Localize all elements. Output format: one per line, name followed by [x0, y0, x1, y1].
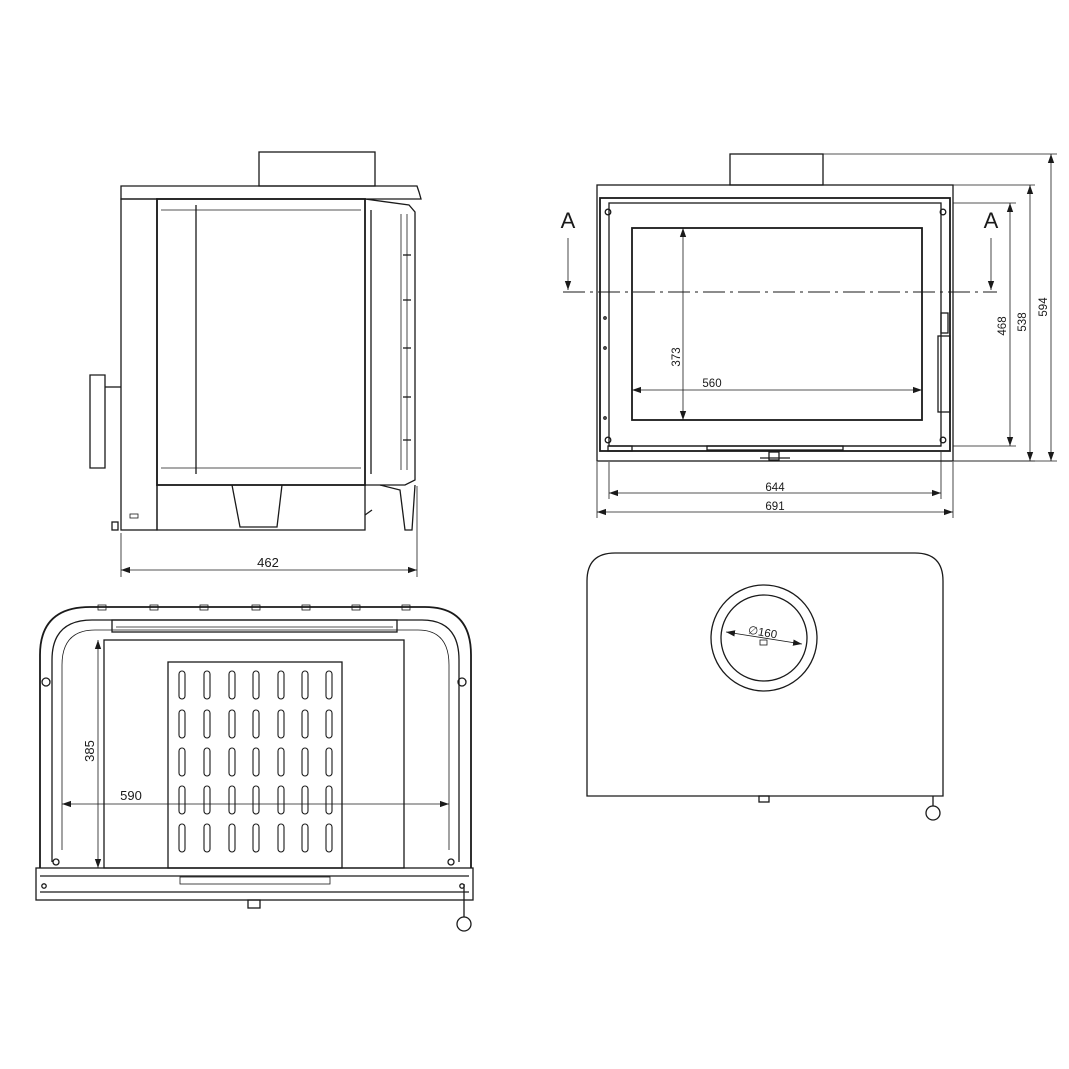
section-label-left: A: [561, 208, 576, 233]
glass-width-dimension: 560: [702, 378, 721, 390]
firebox-depth-dimension: 385: [82, 740, 97, 762]
door-height-dimension: 468: [997, 316, 1009, 335]
firebox-width-dimension: 590: [120, 788, 142, 803]
front-view: A A 373 560 644 691 468 538 594: [561, 153, 1057, 518]
flue-diameter-dimension: ∅160: [747, 625, 778, 642]
body-height-dimension: 538: [1017, 312, 1029, 331]
inner-width-dimension: 644: [765, 482, 785, 494]
overall-width-dimension: 691: [765, 501, 784, 513]
glass-height-dimension: 373: [671, 347, 683, 366]
top-view: ∅160: [586, 552, 944, 821]
overall-height-dimension: 594: [1038, 297, 1050, 317]
section-label-right: A: [984, 208, 999, 233]
side-view: 462: [89, 151, 422, 577]
grate-slots: [178, 670, 333, 853]
side-depth-dimension: 462: [257, 555, 279, 570]
plan-view: 385 590: [35, 604, 474, 932]
